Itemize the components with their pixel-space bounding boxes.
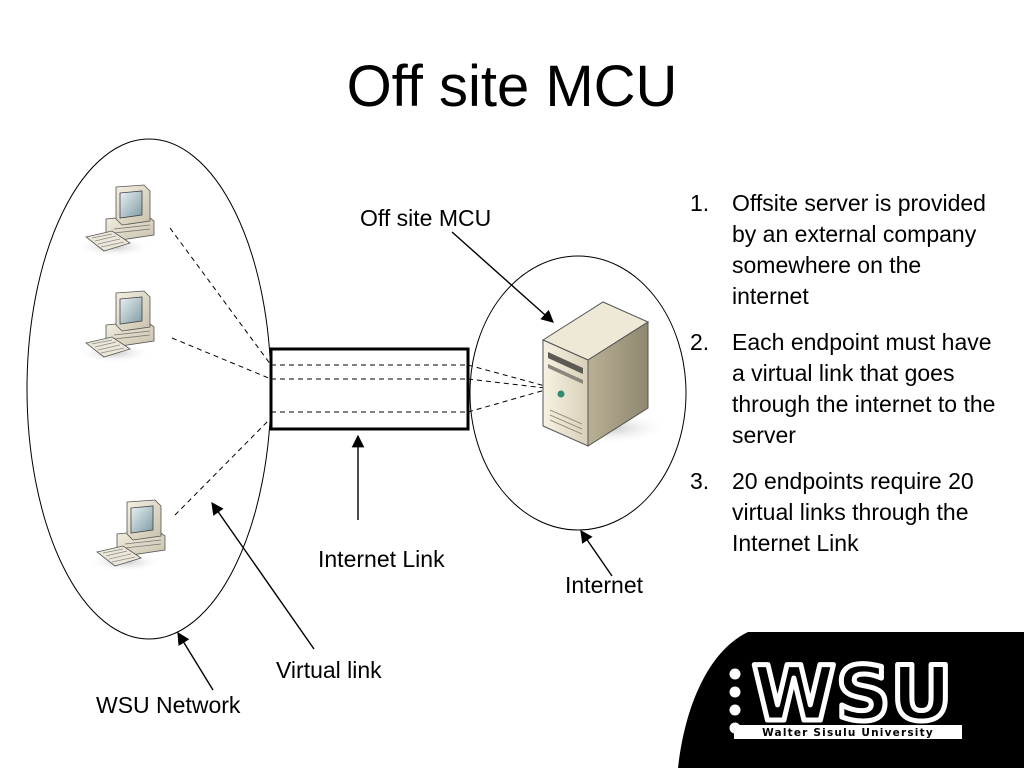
wsu-network-pointer-arrow	[177, 631, 214, 691]
desktop-computer-icon	[86, 499, 166, 573]
offsite-mcu-label: Off site MCU	[360, 205, 492, 231]
list-item-number: 2.	[690, 329, 710, 355]
list-item: 2. Each endpoint must have a virtual lin…	[690, 327, 1000, 451]
list-item-text: Offsite server is provided by an externa…	[732, 190, 986, 309]
logo-subtitle-bar	[734, 725, 962, 739]
wsu-network-label: WSU Network	[96, 692, 241, 718]
internet-label: Internet	[565, 572, 643, 598]
explanation-list: 1. Offsite server is provided by an exte…	[690, 188, 1000, 574]
virtual-link-lines	[169, 227, 546, 516]
mcu-pointer-arrow	[451, 231, 554, 323]
list-item-number: 3.	[690, 468, 710, 494]
list-item-number: 1.	[690, 190, 710, 216]
wsu-logo: WSU Walter Sisulu University	[678, 632, 1024, 768]
virtual-link-pointer-arrow	[211, 501, 315, 650]
internet-link-pipe	[269, 347, 470, 431]
logo-subtitle: Walter Sisulu University	[762, 727, 934, 739]
internet-ellipse	[469, 255, 687, 531]
desktop-computer-icon	[75, 184, 155, 258]
logo-dots	[729, 668, 741, 734]
list-item-text: 20 endpoints require 20 virtual links th…	[732, 468, 974, 556]
logo-wordmark: WSU	[752, 649, 952, 738]
list-item: 1. Offsite server is provided by an exte…	[690, 188, 1000, 312]
internet-link-label: Internet Link	[318, 546, 445, 572]
list-item: 3. 20 endpoints require 20 virtual links…	[690, 466, 1000, 559]
desktop-computer-icon	[75, 290, 155, 364]
internet-pointer-arrow	[580, 529, 613, 577]
virtual-link-label: Virtual link	[276, 657, 382, 683]
slide-title: Off site MCU	[346, 54, 678, 119]
server-tower-icon	[541, 301, 670, 447]
list-item-text: Each endpoint must have a virtual link t…	[732, 329, 996, 448]
